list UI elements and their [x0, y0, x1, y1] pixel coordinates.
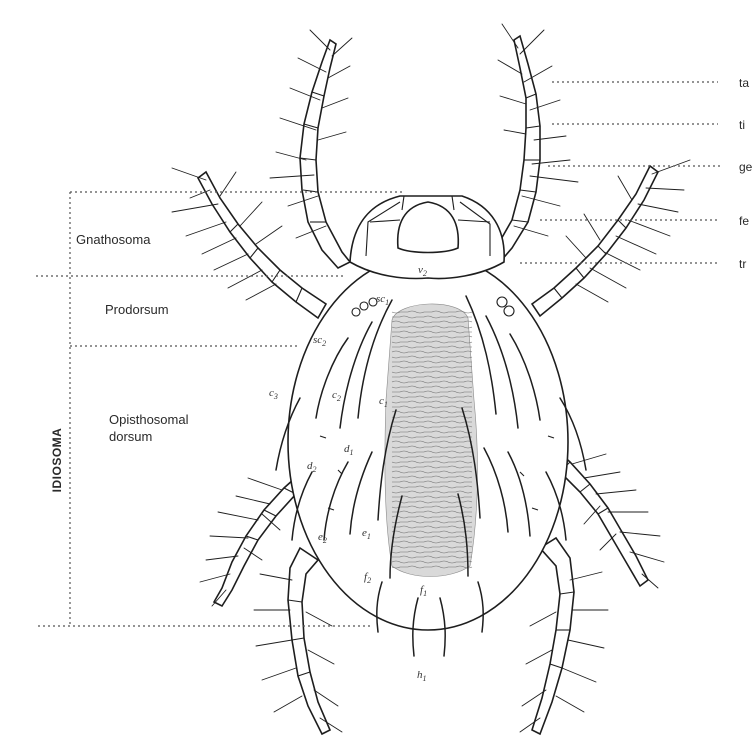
seta-label-h1: h1 [417, 669, 427, 683]
idiosoma-label: IDIOSOMA [50, 428, 64, 493]
leg-4-right [532, 538, 574, 734]
leg-segment-ta: ta [739, 76, 749, 90]
dorsum-label: dorsum [109, 429, 152, 444]
seta-label-c3: c3 [269, 387, 278, 401]
leg-segment-ge: ge [739, 160, 753, 174]
leg-segment-tr: tr [739, 257, 746, 271]
central-texture [385, 304, 478, 577]
gnathosoma-shape [350, 196, 504, 278]
leg-4-left [288, 548, 330, 734]
mite-body [276, 196, 586, 656]
leg-segment-ti: ti [739, 118, 745, 132]
leg-2-right [532, 166, 658, 316]
leg-segment-fe: fe [739, 214, 749, 228]
opisthosomal-label: Opisthosomal [109, 412, 189, 427]
gnathosoma-label: Gnathosoma [76, 232, 151, 247]
prodorsum-label: Prodorsum [105, 302, 169, 317]
